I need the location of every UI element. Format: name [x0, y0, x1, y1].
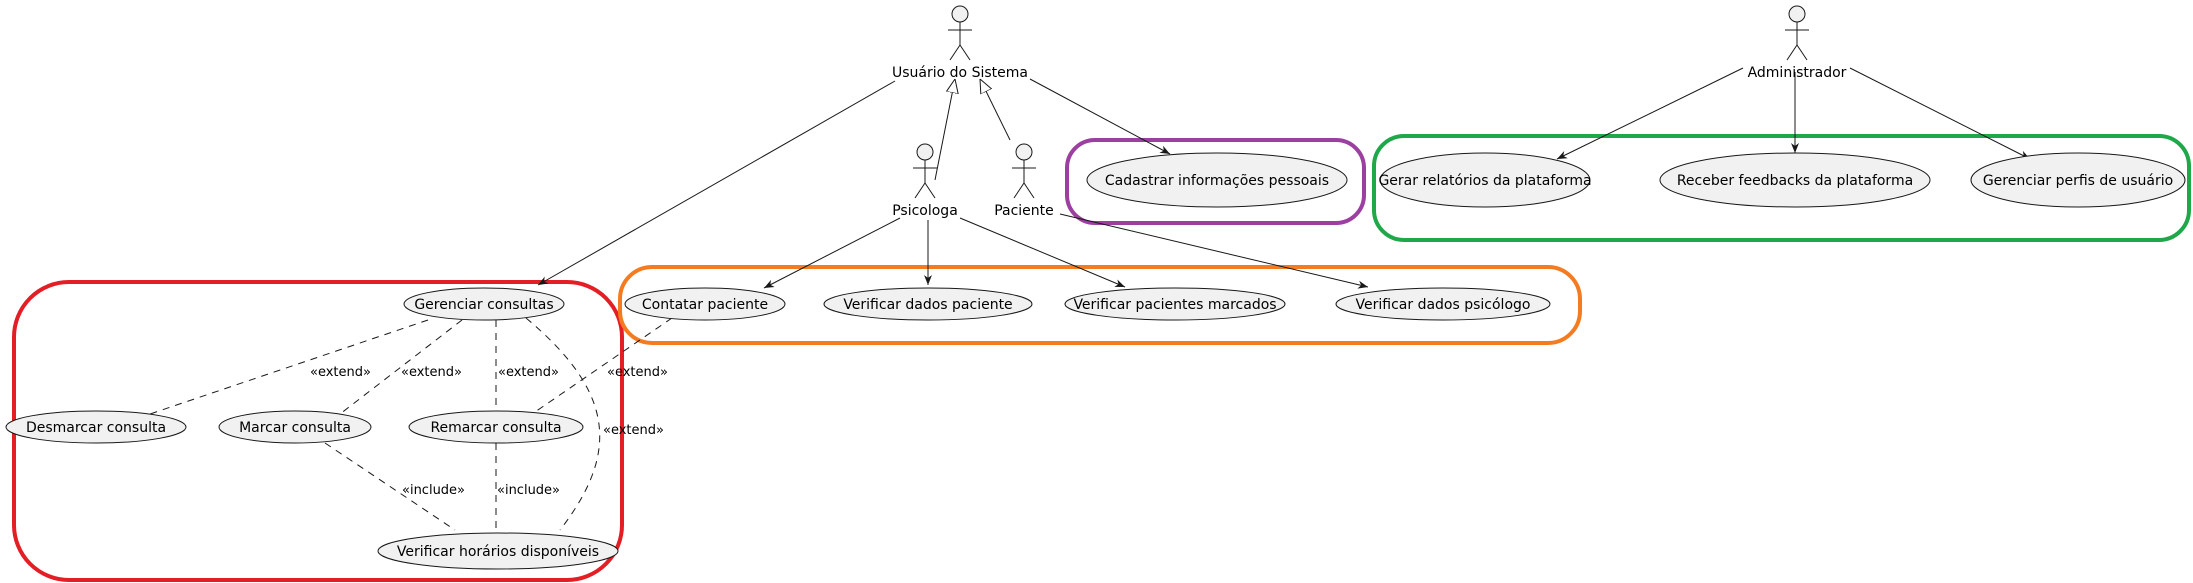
- extend-label-contatar: «extend»: [607, 365, 668, 380]
- cadastro-boundary: [1065, 138, 1366, 225]
- include-marcar-horarios: [324, 442, 456, 531]
- extend-label-desmarcar: «extend»: [310, 365, 371, 380]
- usecase-remarcar-consulta-label: Remarcar consulta: [430, 420, 561, 436]
- usecase-desmarcar-consulta-label: Desmarcar consulta: [26, 420, 166, 436]
- usecase-verificar-dados-psicologo: [1335, 287, 1551, 321]
- usecase-cadastrar-info-label: Cadastrar informações pessoais: [1105, 173, 1329, 189]
- extend-label-marcar: «extend»: [401, 365, 462, 380]
- usecase-receber-feedbacks: [1659, 152, 1931, 208]
- include-label-marcar: «include»: [402, 483, 465, 498]
- assoc-psicologa-contatar: [763, 217, 901, 289]
- usecase-gerenciar-consultas-label: Gerenciar consultas: [414, 297, 553, 313]
- actor-usuario-head: [951, 5, 969, 23]
- usecase-verificar-horarios-label: Verificar horários disponíveis: [397, 544, 599, 560]
- usecase-contatar-paciente: [624, 287, 786, 321]
- extend-label-remarcar: «extend»: [498, 365, 559, 380]
- usecase-gerenciar-perfis-label: Gerenciar perfis de usuário: [1983, 173, 2173, 189]
- usecase-desmarcar-consulta: [5, 410, 187, 444]
- usecase-gerar-relatorios: [1379, 152, 1591, 208]
- usecase-gerenciar-consultas: [403, 287, 565, 321]
- actor-administrador: [1785, 5, 1809, 61]
- usecase-receber-feedbacks-label: Receber feedbacks da plataforma: [1677, 173, 1913, 189]
- psicologa-boundary: [618, 265, 1582, 345]
- assoc-psicologa-marcados: [959, 217, 1126, 288]
- usecase-verificar-dados-paciente: [823, 287, 1033, 321]
- admin-boundary: [1372, 134, 2191, 242]
- extend-verificar-horarios: [525, 317, 601, 531]
- assoc-paciente-psicologo: [1059, 213, 1369, 289]
- extend-label-horarios: «extend»: [603, 423, 664, 438]
- actor-psicologa: [913, 143, 937, 199]
- assoc-admin-relatorios: [1556, 67, 1744, 160]
- usecase-verificar-dados-paciente-label: Verificar dados paciente: [843, 297, 1012, 313]
- usecase-contatar-paciente-label: Contatar paciente: [642, 297, 768, 313]
- actor-psicologa-label: Psicologa: [892, 203, 958, 219]
- assoc-admin-perfis: [1849, 67, 2031, 160]
- usecase-gerenciar-perfis: [1970, 152, 2186, 208]
- usecase-marcar-consulta: [218, 410, 372, 444]
- extend-contatar-remarcar: [534, 317, 673, 413]
- usecase-verificar-dados-psicologo-label: Verificar dados psicólogo: [1356, 297, 1531, 313]
- usecase-remarcar-consulta: [408, 410, 584, 444]
- assoc-usuario-gerenciar: [537, 80, 896, 286]
- actor-usuario: [948, 5, 972, 61]
- actor-administrador-label: Administrador: [1748, 65, 1847, 81]
- include-label-remarcar: «include»: [497, 483, 560, 498]
- usecase-verificar-pacientes-marcados: [1064, 287, 1286, 321]
- actor-usuario-label: Usuário do Sistema: [892, 65, 1028, 81]
- generalization-paciente: [980, 79, 1011, 141]
- extend-desmarcar: [149, 319, 429, 415]
- actor-paciente: [1012, 143, 1036, 199]
- usecase-verificar-pacientes-marcados-label: Verificar pacientes marcados: [1073, 297, 1276, 313]
- generalization-psicologa: [934, 79, 955, 181]
- usecase-cadastrar-info: [1086, 152, 1348, 208]
- actor-paciente-label: Paciente: [994, 203, 1054, 219]
- usecase-gerar-relatorios-label: Gerar relatórios da plataforma: [1378, 173, 1591, 189]
- usecase-marcar-consulta-label: Marcar consulta: [239, 420, 351, 436]
- usecase-verificar-horarios: [377, 532, 619, 570]
- assoc-usuario-cadastrar: [1029, 78, 1171, 155]
